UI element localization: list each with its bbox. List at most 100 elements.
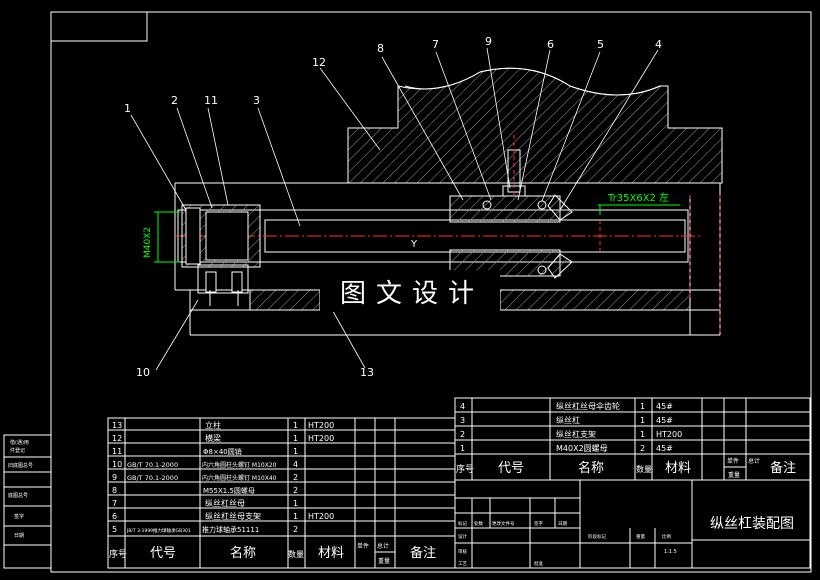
bom-left-name: 推力球轴承51111 [202,525,259,534]
bom-left-no: 13 [112,421,122,430]
bom-left-h-unit: 单件 [357,542,369,550]
callout-7: 7 [432,38,439,51]
left-support [181,204,261,306]
side-label-2: 件登记 [10,447,25,454]
callout-6: 6 [547,38,554,51]
bom-left-h-material: 材料 [318,546,344,561]
bom-left-name: M55X1.5圆螺母 [203,486,255,495]
bom-right-qty: 2 [640,444,645,453]
bom-right-h-no: 序号 [456,463,474,475]
callouts: 1 2 11 3 12 8 7 9 6 5 4 10 13 [124,35,662,379]
bom-left-name: 纵丝杠丝母 [205,498,245,508]
bom-left-code: GB/T 70.1-2000 [127,461,178,469]
bom-left-table [107,417,456,569]
tb-label-change: 更改文件号 [492,520,515,527]
leader-lines [130,47,659,371]
tb-scale-value: 1:1.5 [664,549,677,555]
title-block: 纵丝杠装配图 标记 处数 更改文件号 签字 日期 设计 审核 工艺 批准 阶段标… [458,516,794,567]
bom-left-name: 立柱 [205,420,221,430]
bom-right-material: 45# [656,402,673,411]
callout-11: 11 [204,94,218,107]
bom-left-no: 8 [112,486,117,495]
tb-label-mark: 标记 [458,520,467,527]
bom-left-h-remark: 备注 [410,545,436,561]
bom-left-h-total: 总计 [377,542,389,550]
tb-label-count: 处数 [474,520,483,527]
callout-13: 13 [360,366,374,379]
bom-right-no: 1 [460,444,465,453]
thread-spec: Tr35X6X2 左 [607,191,669,204]
tb-label-review: 审核 [458,548,467,555]
bom-right-name: M40X2圆螺母 [556,443,608,453]
dimension-thread: Tr35X6X2 左 [598,191,680,215]
callout-3: 3 [253,94,260,107]
bom-right-no: 2 [460,430,465,439]
bom-right-h-weight: 重量 [728,471,740,479]
bom-left-qty: 1 [293,421,298,430]
bom-left-qty: 1 [293,499,298,508]
bom-left-no: 12 [112,434,122,443]
side-label-1: 借(通)用 [10,439,29,446]
callout-4: 4 [655,38,662,51]
bom-right-h-name: 名称 [578,460,604,476]
bom-right-h-total: 总计 [748,457,760,465]
bom-right-qty: 1 [640,402,645,411]
bom-left-h-name: 名称 [230,545,256,561]
bom-left-code: JB/T 3-1999推力球轴承GB301 [126,527,191,534]
bom-left-name: 内六角圆柱头螺钉 M10X40 [202,474,277,482]
bom-left-name: Φ8×40圆销 [203,447,242,456]
bom-left-no: 5 [112,525,117,534]
bom-left-qty: 1 [293,512,298,521]
bom-left-code: GB/T 70.1-2000 [127,474,178,482]
callout-5: 5 [597,38,604,51]
watermark-bg [320,270,500,312]
bom-right-h-qty: 数量 [636,464,652,474]
bom-left-material: HT200 [308,434,334,443]
bom-right-name: 纵丝杠丝母伞齿轮 [556,401,620,411]
callout-8: 8 [377,42,384,55]
watermark-text: 图文设计 [340,279,484,309]
callout-1: 1 [124,102,131,115]
side-label-4: 底图总号 [8,492,28,499]
cross-beam [347,67,723,184]
tb-label-stage: 阶段标记 [588,533,606,540]
bom-right-h-code: 代号 [498,461,524,476]
bom-left-no: 7 [112,499,117,508]
nut-assembly [449,135,573,279]
tb-label-sign: 签字 [534,520,543,527]
axis-mark: Y [410,239,418,250]
bom-right-material: 45# [656,416,673,425]
dimension-nut: M40X2 [143,211,180,263]
side-label-5: 签字 [14,513,24,520]
bom-right-h-remark: 备注 [770,460,796,476]
tb-label-weight: 重量 [636,533,645,540]
tb-label-process: 工艺 [458,561,467,567]
bom-left-qty: 2 [293,525,298,534]
bom-left-material: HT200 [308,421,334,430]
drawing-title: 纵丝杠装配图 [710,516,794,532]
callout-2: 2 [171,94,178,107]
bom-left-qty: 1 [293,447,298,456]
bom-right-h-material: 材料 [665,461,691,476]
callout-9: 9 [485,35,492,48]
side-table: 借(通)用 件登记 旧底图总号 底图总号 签字 日期 [3,434,52,569]
bom-right-h-unit: 单件 [727,457,739,465]
bom-left-qty: 1 [293,434,298,443]
bom-right-name: 纵丝杠支架 [556,429,596,439]
bom-left-no: 10 [112,460,122,469]
bom-left-qty: 4 [293,460,298,469]
bom-left-h-code: 代号 [150,546,176,561]
bom-left-material: HT200 [308,512,334,521]
bom-left-h-no: 序号 [109,548,127,560]
bom-left-qty: 2 [293,473,298,482]
corner-box [50,11,148,42]
nut-thread-spec: M40X2 [143,227,153,258]
side-label-3: 旧底图总号 [8,462,33,469]
bom-left-name: 内六角圆柱头螺钉 M10X20 [202,461,277,469]
tb-label-approve: 批准 [534,560,543,567]
bom-left-h-qty: 数量 [288,549,304,559]
bom-left-name: 纵丝杠丝母支架 [205,511,261,521]
bom-left-no: 6 [112,512,117,521]
bom-right-qty: 1 [640,416,645,425]
